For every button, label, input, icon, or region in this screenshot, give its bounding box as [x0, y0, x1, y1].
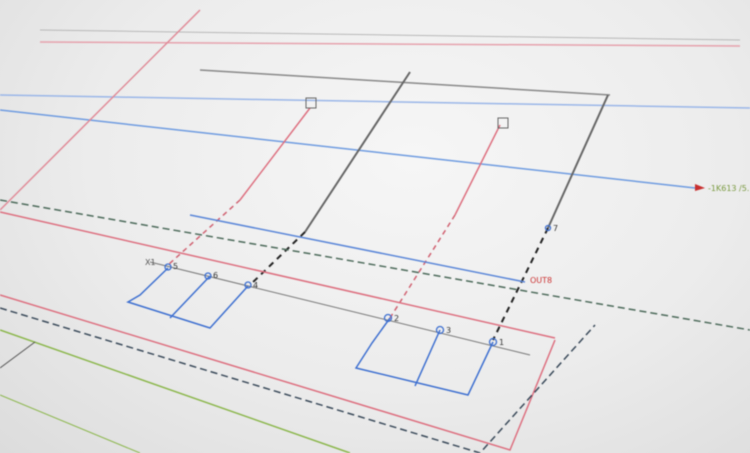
- relay-coil-icon: [497, 117, 509, 129]
- terminal-label: 3: [446, 326, 451, 335]
- rail-top-grey: [39, 29, 741, 41]
- terminal-3: [435, 325, 445, 335]
- wire-red-1: [239, 107, 311, 201]
- terminal-label: 2: [394, 314, 399, 323]
- terminal-label: 4: [253, 281, 258, 290]
- rail-grey-mid: [199, 69, 611, 96]
- wire-dark-dashed-2: [492, 227, 549, 341]
- frame-red: [0, 294, 556, 451]
- terminal-label: 6: [213, 271, 218, 280]
- terminal-2: [383, 313, 393, 323]
- rail-blue-2: [0, 109, 696, 189]
- terminal-6: [204, 272, 212, 280]
- bus-red: [0, 211, 556, 339]
- terminal-5: [164, 263, 172, 271]
- bus-terminal-strip: [149, 261, 531, 356]
- cross-reference-label: -1K613 /5.: [708, 184, 749, 193]
- terminal-label: 5: [173, 262, 178, 271]
- rail-top-red: [39, 41, 741, 47]
- frame-dark-dashed: [0, 307, 596, 453]
- terminal-label: 7: [553, 224, 558, 233]
- output-label: OUT8: [530, 276, 552, 285]
- wire-dark-2: [547, 94, 609, 229]
- wire-red-dashed-1: [167, 199, 241, 266]
- wire-red-left: [0, 9, 201, 211]
- switch-group-right: [354, 317, 494, 396]
- wire-dark-dashed-1: [249, 231, 306, 286]
- title-block-green-2: [0, 394, 141, 453]
- rail-blue-1: [0, 94, 750, 109]
- wire-dark-1: [304, 71, 411, 233]
- terminal-strip-label: X1: [145, 258, 156, 267]
- arrow-icon: [695, 184, 705, 191]
- wire-red-dashed-2: [389, 214, 456, 319]
- relay-coil-icon: [305, 97, 317, 109]
- switch-contact: [414, 329, 441, 387]
- title-block-green-1: [0, 329, 351, 453]
- title-block-dark: [0, 341, 36, 369]
- switch-contact: [169, 275, 211, 319]
- terminal-1: [488, 337, 498, 347]
- wire-red-2: [454, 124, 501, 216]
- bus-blue: [189, 214, 526, 283]
- switch-group-left: [126, 267, 249, 329]
- terminal-label: 1: [499, 338, 504, 347]
- bus-green-dashed: [0, 199, 750, 331]
- bus-red-lower: [0, 290, 555, 338]
- terminal-4: [244, 281, 252, 289]
- terminal-7: [544, 224, 552, 232]
